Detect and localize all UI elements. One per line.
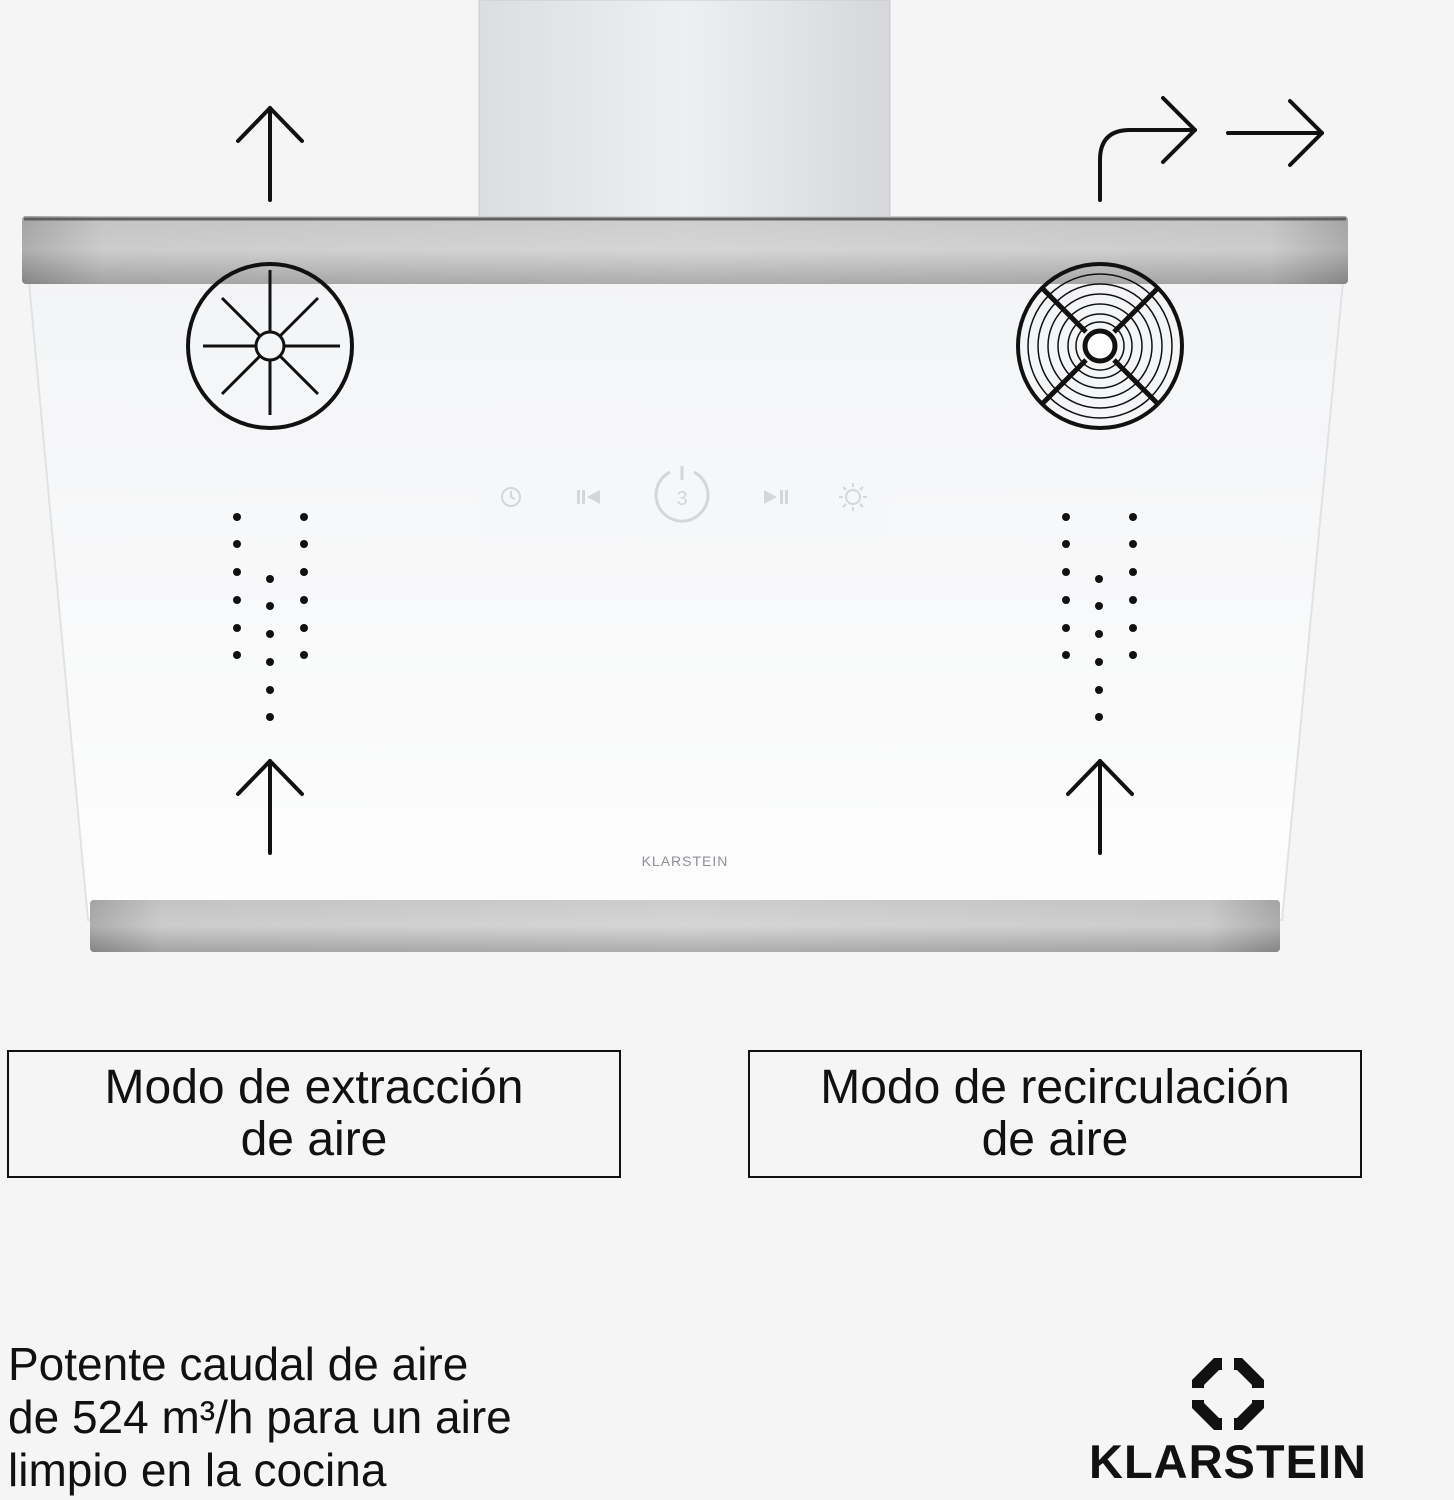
- range-hood-illustration: 3 KLARSTEIN: [22, 0, 1348, 952]
- extraction-mode-line2: de aire: [240, 1113, 388, 1166]
- fan-icon: [186, 262, 354, 430]
- recirculation-airflow: [1066, 96, 1324, 855]
- hood-glass-panel: [24, 249, 1348, 921]
- arrow-turn-right-icon: [1098, 96, 1197, 202]
- previous-icon[interactable]: [577, 490, 600, 504]
- logo-wordmark: KLARSTEIN: [1089, 1435, 1367, 1488]
- tagline-line1: Potente caudal de aire: [8, 1338, 469, 1390]
- clock-icon[interactable]: [501, 487, 521, 507]
- light-icon[interactable]: [839, 483, 867, 511]
- speed-display: 3: [676, 488, 687, 510]
- tagline: Potente caudal de aire de 524 m³/h para …: [8, 1338, 512, 1497]
- extraction-mode-line1: Modo de extracción: [104, 1061, 524, 1114]
- hood-chimney: [478, 0, 891, 221]
- filter-icon: [1016, 262, 1184, 430]
- air-particles-left: [233, 513, 308, 721]
- arrow-up-icon: [236, 759, 304, 855]
- arrow-up-icon: [1066, 759, 1134, 855]
- extraction-mode-label: Modo de extracción de aire: [7, 1050, 621, 1178]
- hood-bottom-steel-bar: [90, 900, 1280, 952]
- logo-mark-icon: [1192, 1358, 1264, 1430]
- arrow-right-icon: [1226, 99, 1324, 167]
- hood-control-panel: 3: [478, 455, 890, 537]
- klarstein-logo: KLARSTEIN: [1088, 1358, 1368, 1488]
- next-icon[interactable]: [764, 490, 788, 504]
- recirculation-mode-line2: de aire: [981, 1113, 1129, 1166]
- recirculation-mode-line1: Modo de recirculación: [820, 1061, 1290, 1114]
- power-icon[interactable]: 3: [654, 466, 710, 523]
- hood-top-steel-bar: [22, 216, 1348, 284]
- extraction-airflow: [236, 106, 304, 855]
- air-particles-right: [1062, 513, 1137, 721]
- recirculation-mode-label: Modo de recirculación de aire: [748, 1050, 1362, 1178]
- tagline-line2: de 524 m³/h para un aire: [8, 1391, 512, 1443]
- tagline-line3: limpio en la cocina: [8, 1444, 387, 1496]
- hood-brand-label: KLARSTEIN: [642, 853, 729, 869]
- arrow-up-icon: [236, 106, 304, 202]
